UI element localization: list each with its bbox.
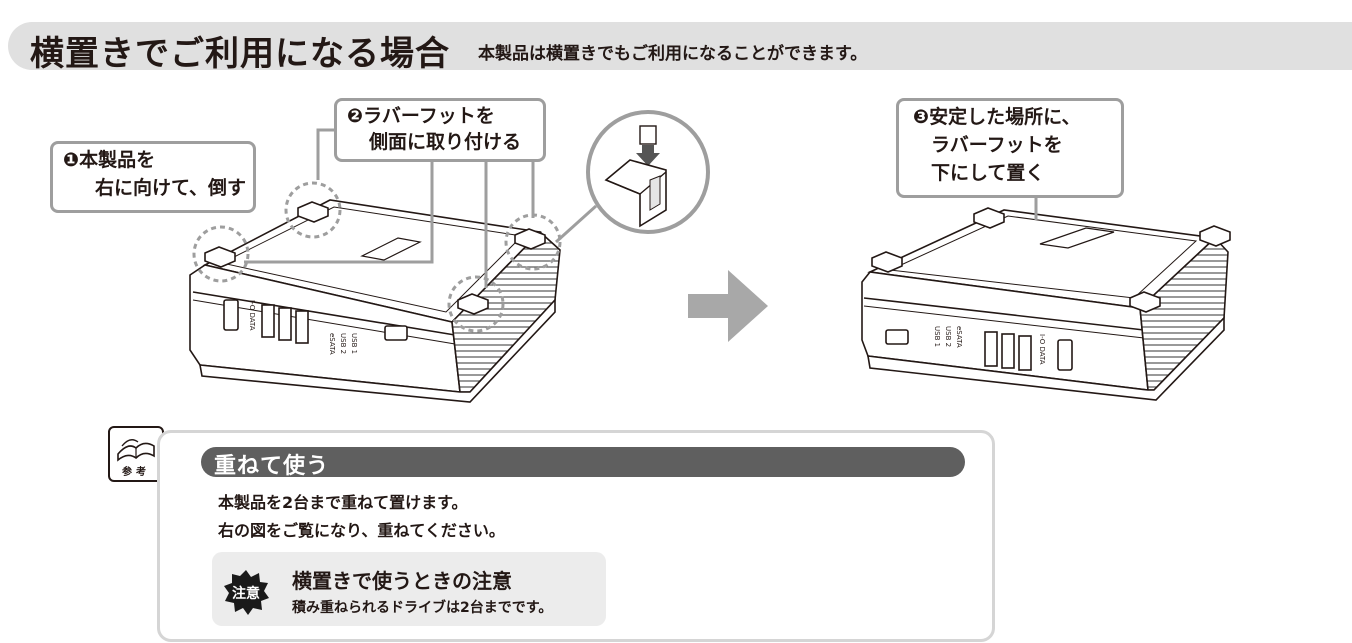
caution-badge-label: 注意 xyxy=(232,585,260,602)
device-left-port-usb1-label: USB 1 xyxy=(350,333,358,354)
reference-line-2: 右の図をご覧になり、重ねてください。 xyxy=(218,521,505,540)
caution-icon: 注意 xyxy=(224,570,269,615)
device-left-brand-label: I-O DATA xyxy=(248,300,256,331)
reference-icon-label: 参考 xyxy=(122,467,150,478)
callout-step-3: ❸安定した場所に、 ラバーフットを 下にして置く xyxy=(896,98,1124,198)
device-right-port-usb1-label: USB 1 xyxy=(933,326,941,347)
device-right-port-esata-label: eSATA xyxy=(955,326,963,348)
device-left-port-usb2-label: USB 2 xyxy=(339,333,347,354)
caution-text: 積み重ねられるドライブは2台までです。 xyxy=(292,600,553,616)
down-arrow-icon xyxy=(636,145,660,166)
caution-title: 横置きで使うときの注意 xyxy=(292,569,512,593)
right-arrow-icon xyxy=(688,270,768,342)
callout-step-1: ❶本製品を 右に向けて、倒す xyxy=(50,141,256,213)
callout-step-2-line-1: ❷ラバーフットを xyxy=(347,105,495,127)
reference-line-1: 本製品を2台まで重ねて置けます。 xyxy=(218,493,468,512)
callout-step-2-line-2: 側面に取り付ける xyxy=(369,131,522,153)
callout-step-2: ❷ラバーフットを 側面に取り付ける xyxy=(334,98,546,162)
callout-step-1-line-2: 右に向けて、倒す xyxy=(95,177,247,199)
section-header: 横置きでご利用になる場合 本製品は横置きでもご利用になることができます。 xyxy=(0,22,1352,74)
callout-step-1-line-1: ❶本製品を xyxy=(63,149,156,171)
callout-step-3-line-3: 下にして置く xyxy=(931,162,1045,184)
device-left-port-esata-label: eSATA xyxy=(328,333,336,355)
callout-step-3-line-2: ラバーフットを xyxy=(931,134,1063,156)
rubber-foot-outline xyxy=(639,125,657,145)
device-right-brand-label: I-O DATA xyxy=(1038,334,1046,365)
reference-heading: 重ねて使う xyxy=(214,454,330,479)
device-right xyxy=(861,207,1231,401)
page-subtitle: 本製品は横置きでもご利用になることができます。 xyxy=(478,44,868,64)
book-icon xyxy=(117,439,155,462)
reference-icon: 参考 xyxy=(108,426,164,482)
page-title: 横置きでご利用になる場合 xyxy=(30,34,450,74)
zoom-bubble xyxy=(586,110,710,234)
caution-box xyxy=(212,552,606,626)
callout-leader-lines xyxy=(244,128,598,288)
header-band xyxy=(8,22,1352,70)
device-right-port-usb2-label: USB 2 xyxy=(944,326,952,347)
device-left xyxy=(189,199,561,403)
callout-step-3-line-1: ❸安定した場所に、 xyxy=(913,106,1081,128)
reference-heading-bar xyxy=(201,447,965,477)
